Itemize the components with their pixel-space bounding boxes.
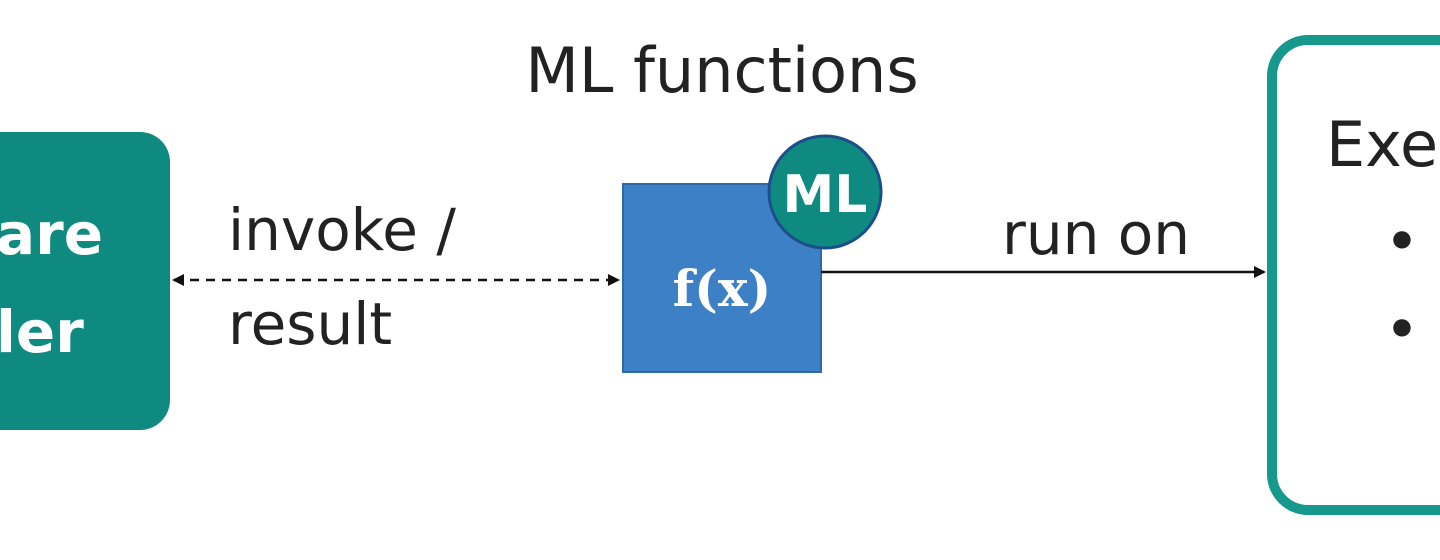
run-on-label: run on <box>1002 200 1190 268</box>
ml-badge <box>767 134 883 250</box>
right-block-title: Exe <box>1326 108 1438 181</box>
right-block <box>1267 35 1440 515</box>
diagram-title: ML functions <box>525 34 918 107</box>
right-block-bullet-1: • <box>1384 207 1419 277</box>
left-block-line1: are <box>0 200 103 268</box>
result-label: result <box>228 290 392 358</box>
invoke-label: invoke / <box>228 196 456 264</box>
left-block <box>0 132 170 430</box>
ml-badge-label: ML <box>783 165 868 225</box>
right-block-bullet-2: • <box>1384 295 1419 365</box>
left-block-line2: ler <box>0 298 84 366</box>
function-label: f(x) <box>673 259 772 318</box>
